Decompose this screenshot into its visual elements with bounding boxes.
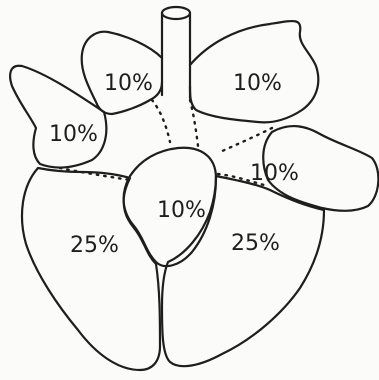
fissure-left (60, 168, 130, 180)
label-lower-right: 25% (231, 233, 280, 255)
label-upper-right: 10% (233, 73, 282, 95)
lobe-left (10, 66, 106, 168)
fissure-upper-left (152, 100, 170, 142)
label-left: 10% (49, 124, 98, 146)
trachea (162, 7, 190, 98)
label-center: 10% (157, 200, 206, 222)
lobe-lower-left (22, 168, 160, 370)
label-right: 10% (250, 163, 299, 185)
label-lower-left: 25% (70, 235, 119, 257)
label-upper-left: 10% (104, 73, 153, 95)
